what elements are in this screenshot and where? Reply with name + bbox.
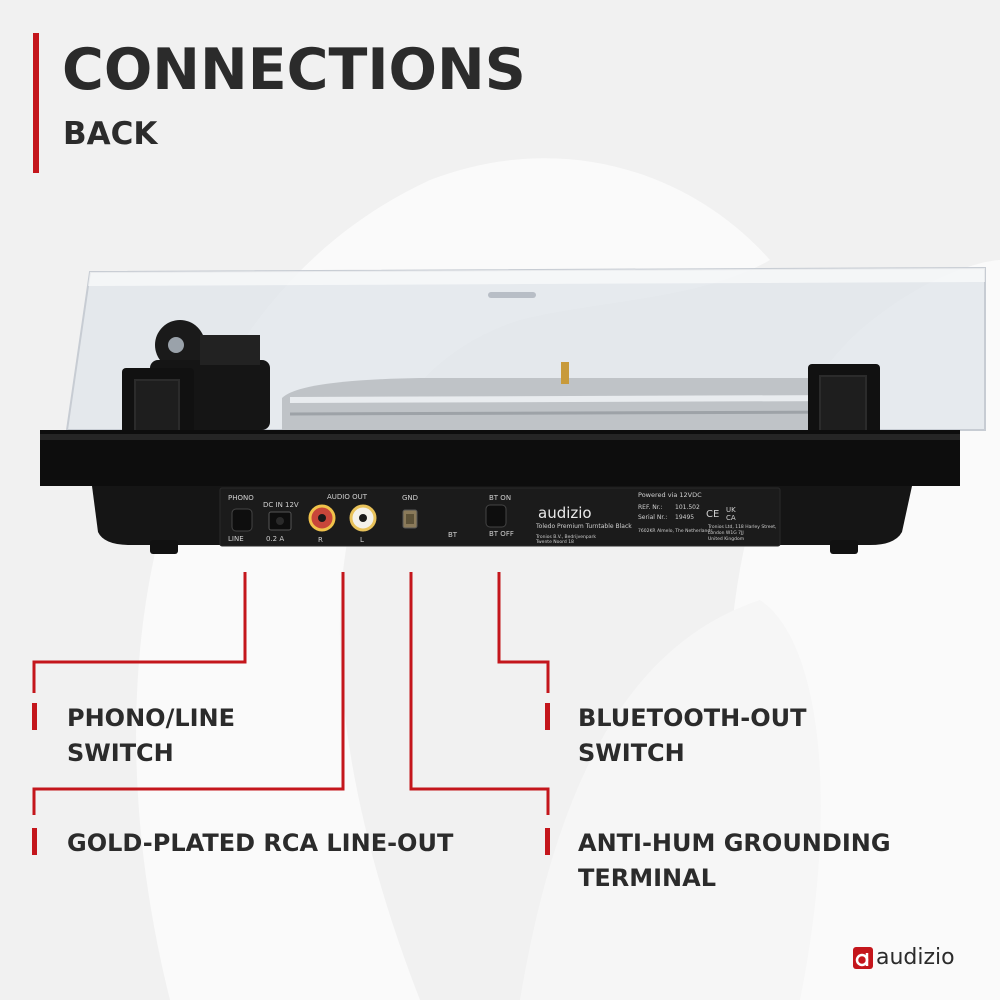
connector-bluetooth — [497, 572, 550, 693]
panel-address-right-2: London W1G 7JJ — [708, 530, 744, 536]
callout-tick-rca — [32, 828, 37, 855]
powered-text: Powered via 12VDC — [638, 491, 702, 499]
callout-tick-grounding — [545, 828, 550, 855]
ukca-mark-bottom: CA — [726, 514, 736, 522]
turntable-image: PHONO LINE DC IN 12V 0.2 A AUDIO OUT R L… — [40, 266, 986, 554]
phono-line-switch[interactable] — [231, 508, 253, 532]
panel-address-left-3: 7602KR Almelo, The Netherlands — [638, 528, 713, 534]
connector-ground — [409, 572, 550, 815]
brand-mark-icon — [853, 947, 873, 969]
connector-phono-line — [32, 572, 247, 693]
callout-tick-phono-line — [32, 703, 37, 730]
line-text: LINE — [228, 535, 244, 543]
serial-value: 19495 — [675, 514, 694, 521]
r-text: R — [318, 536, 323, 544]
brand-logo: audizio — [852, 945, 955, 971]
panel-address-right-1: Tronios Ltd, 118 Harley Street, — [707, 524, 776, 530]
serial-label: Serial Nr.: — [638, 514, 667, 521]
connector-rca — [32, 572, 345, 815]
spindle — [561, 362, 569, 384]
callout-grounding: ANTI-HUM GROUNDING TERMINAL — [578, 829, 891, 892]
panel-model: Toledo Premium Turntable Black — [535, 523, 632, 530]
ref-value: 101.502 — [675, 504, 700, 511]
panel-address-left-1: Tronios B.V., Bedrijvenpark — [535, 534, 596, 540]
callout-phono-line: PHONO/LINE SWITCH — [67, 704, 236, 767]
page-title: CONNECTIONS — [62, 37, 526, 103]
phono-text: PHONO — [228, 494, 254, 502]
ukca-mark-top: UK — [726, 506, 736, 514]
gnd-text: GND — [402, 494, 418, 502]
audio-out-text: AUDIO OUT — [327, 493, 368, 501]
page-subtitle: BACK — [63, 116, 158, 152]
platter — [282, 378, 860, 430]
bluetooth-switch[interactable] — [485, 504, 507, 528]
callout-tick-bluetooth — [545, 703, 550, 730]
callout-bluetooth: BLUETOOTH-OUT SWITCH — [578, 704, 807, 767]
bt-text: BT — [448, 531, 458, 539]
title-accent-bar — [33, 33, 39, 173]
panel-address-right-3: United Kingdom — [708, 536, 744, 542]
brand-name: audizio — [876, 945, 955, 970]
ce-mark: CE — [706, 509, 719, 520]
panel-address-left-2: Twente Noord 18 — [535, 539, 574, 545]
callout-rca: GOLD-PLATED RCA LINE-OUT — [67, 829, 454, 857]
dc-in-text: DC IN 12V — [263, 501, 299, 509]
panel-brand: audizio — [538, 504, 592, 522]
bt-off-text: BT OFF — [489, 530, 514, 538]
bt-on-text: BT ON — [489, 494, 511, 502]
l-text: L — [360, 536, 364, 544]
ref-label: REF. Nr.: — [638, 504, 663, 511]
amp-text: 0.2 A — [266, 535, 284, 543]
